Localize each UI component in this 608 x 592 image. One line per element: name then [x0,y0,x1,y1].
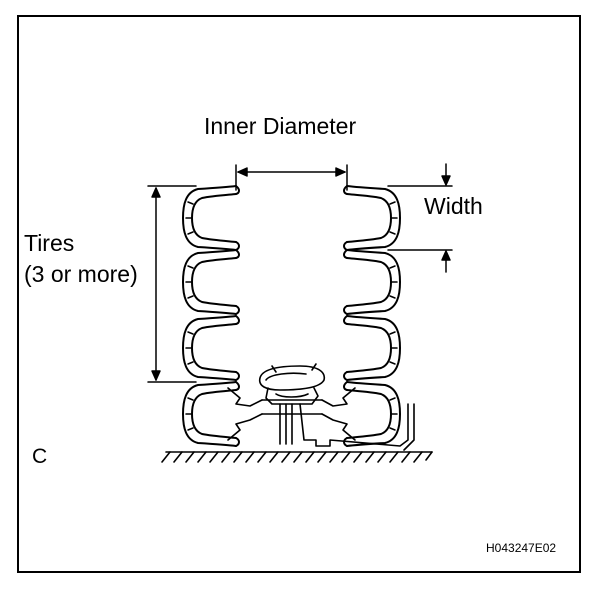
corner-letter: C [32,445,48,468]
width-dimension [387,163,453,273]
inner-diameter-dimension [235,164,348,191]
diagram-frame [17,15,581,573]
tire-3 [182,315,401,381]
tires-label-line2: (3 or more) [24,261,138,287]
tool-device [258,363,415,451]
tires-label-line1: Tires [24,230,75,256]
ground [161,451,433,463]
width-label: Width [424,193,483,219]
tires-label: Tires (3 or more) [24,228,138,290]
inner-diameter-label: Inner Diameter [204,113,357,139]
tire-1 [182,185,401,251]
figure-code: H043247E02 [486,541,557,555]
tires-height-dimension [147,185,197,383]
tire-2 [182,249,401,315]
